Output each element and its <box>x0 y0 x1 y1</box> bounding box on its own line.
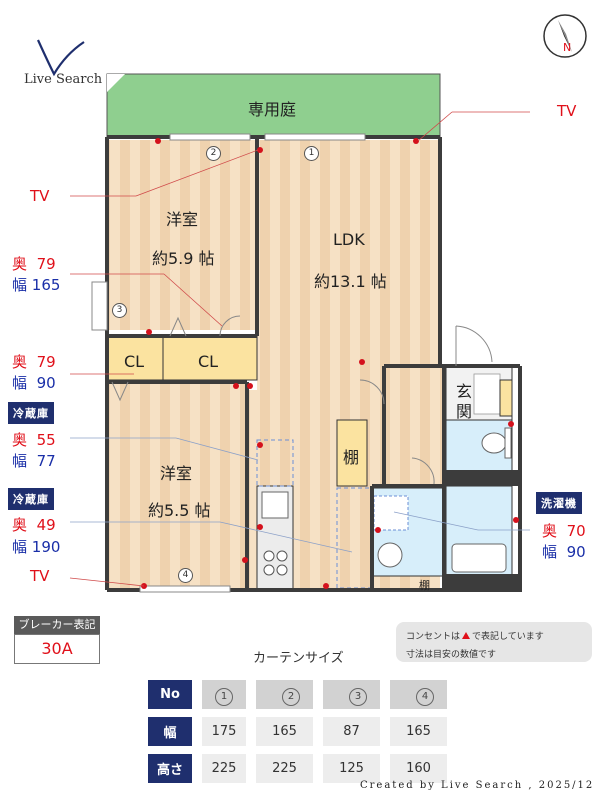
logo-text: Live Search <box>24 72 103 87</box>
western-room-2-name: 洋室 <box>160 464 193 483</box>
fridge-1-width: 幅 77 <box>12 452 56 470</box>
curtain-width-1: 175 <box>202 717 246 746</box>
washer-badge: 洗濯機 <box>536 492 582 514</box>
tv-label-left: TV <box>30 187 50 205</box>
shelf-label: 棚 <box>343 448 360 467</box>
curtain-height-4: 160 <box>390 754 447 783</box>
garden-label: 専用庭 <box>248 100 297 119</box>
entrance-label-bottom: 関 <box>456 402 473 421</box>
curtain-width-2: 165 <box>256 717 313 746</box>
window-number-1: 1 <box>304 146 319 161</box>
curtain-height-1: 225 <box>202 754 246 783</box>
window-number-3: 3 <box>112 303 127 318</box>
compass-icon: N <box>541 12 589 60</box>
fridge-2-width: 幅 190 <box>12 538 61 556</box>
logo-mark-icon <box>36 39 85 77</box>
cl-depth: 奥 79 <box>12 353 56 371</box>
washer-width: 幅 90 <box>542 543 586 561</box>
curtain-size-table: No 1 2 3 4 幅 175 165 87 165 高さ 225 225 1… <box>138 672 457 791</box>
fridge-1-badge: 冷蔵庫 <box>8 402 54 424</box>
curtain-width-3: 87 <box>323 717 380 746</box>
fridge-1-depth: 奥 55 <box>12 431 56 449</box>
table-row: 高さ 225 225 125 160 <box>148 754 447 783</box>
fridge-2-depth: 奥 49 <box>12 516 56 534</box>
curtain-title: カーテンサイズ <box>253 651 344 666</box>
breaker-value: 30A <box>14 634 100 664</box>
closet-width: 幅 165 <box>12 276 61 294</box>
svg-text:N: N <box>563 41 571 54</box>
footer-credit: Created by Live Search , 2025/12 <box>360 780 595 791</box>
western-room-2-floor <box>107 380 247 590</box>
cl-width: 幅 90 <box>12 374 56 392</box>
closet-1-label: CL <box>124 352 145 371</box>
tv-label-right: TV <box>557 102 577 120</box>
closet-2-label: CL <box>198 352 219 371</box>
curtain-width-4: 165 <box>390 717 447 746</box>
curtain-height-3: 125 <box>323 754 380 783</box>
washer-depth: 奥 70 <box>542 522 586 540</box>
ldk-name: LDK <box>333 230 365 249</box>
curtain-col-1: 1 <box>202 680 246 709</box>
window-number-2: 2 <box>206 146 221 161</box>
closet-1 <box>106 335 164 381</box>
floor-plan <box>69 73 530 593</box>
table-row: No 1 2 3 4 <box>148 680 447 709</box>
curtain-col-2: 2 <box>256 680 313 709</box>
shelf-area <box>336 419 368 487</box>
western-room-1-name: 洋室 <box>166 210 199 229</box>
tv-label-bottom: TV <box>30 567 50 585</box>
western-room-1-floor <box>107 140 257 330</box>
curtain-header-no: No <box>148 680 192 709</box>
ldk-size: 約13.1 帖 <box>314 272 387 291</box>
curtain-height-label: 高さ <box>148 754 192 783</box>
fridge-2-badge: 冷蔵庫 <box>8 488 54 510</box>
table-row: 幅 175 165 87 165 <box>148 717 447 746</box>
entrance-label-top: 玄 <box>456 382 473 401</box>
garden-area <box>106 73 441 138</box>
notes-box: コンセントはで表記しています 寸法は目安の数値です <box>396 622 592 662</box>
logo: Live Search <box>22 36 112 96</box>
note-line-2: 寸法は目安の数値です <box>406 650 497 660</box>
closet-2 <box>162 335 258 381</box>
curtain-width-label: 幅 <box>148 717 192 746</box>
western-room-2-size: 約5.5 帖 <box>148 501 211 520</box>
window-number-4: 4 <box>178 568 193 583</box>
breaker-title: ブレーカー表記 <box>14 616 100 634</box>
curtain-height-2: 225 <box>256 754 313 783</box>
outlet-marker-icon <box>462 632 471 639</box>
western-room-1-size: 約5.9 帖 <box>152 249 215 268</box>
curtain-col-4: 4 <box>390 680 447 709</box>
breaker-box: ブレーカー表記 30A <box>14 616 100 664</box>
note-line-1: コンセントはで表記しています <box>406 632 544 642</box>
closet-depth: 奥 79 <box>12 255 56 273</box>
curtain-col-3: 3 <box>323 680 380 709</box>
shelf-2-label: 棚 <box>419 579 430 592</box>
